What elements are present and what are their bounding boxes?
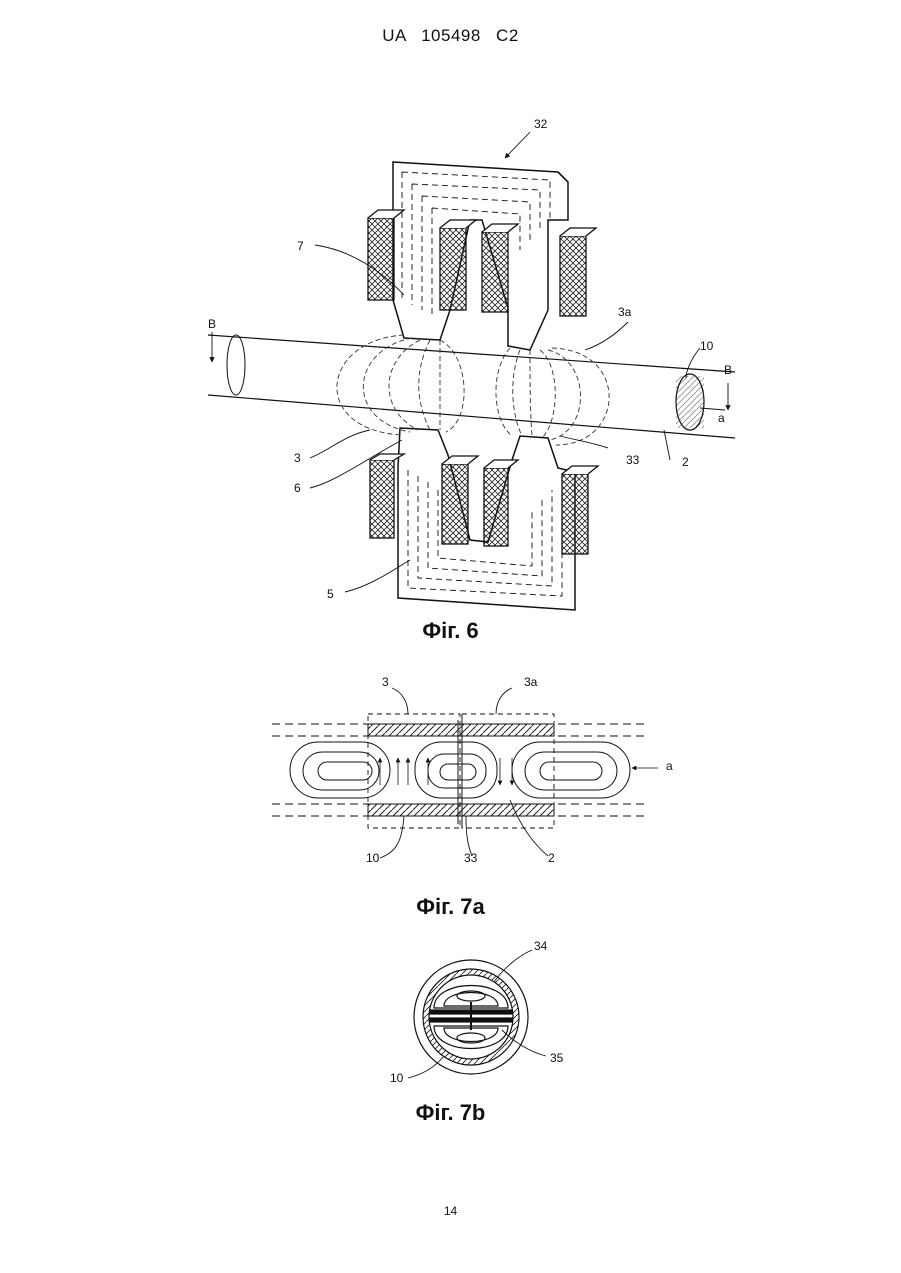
label-3: 3 bbox=[382, 675, 389, 689]
label-6: 6 bbox=[294, 481, 301, 495]
label-3a: 3a bbox=[524, 675, 538, 689]
figure-7a-drawing: 3 3a a 10 33 2 bbox=[0, 670, 901, 870]
upper-yoke bbox=[393, 162, 568, 350]
label-2: 2 bbox=[682, 455, 689, 469]
label-10: 10 bbox=[700, 339, 714, 353]
figure-7a-caption: Фіг. 7a bbox=[0, 894, 901, 920]
label-32: 32 bbox=[534, 117, 548, 131]
label-b-left: B bbox=[208, 317, 216, 331]
leader-lines-7a bbox=[380, 688, 548, 858]
label-7: 7 bbox=[297, 239, 304, 253]
page-number: 14 bbox=[0, 1204, 901, 1218]
figure-6-drawing: 32 7 3a B 10 B a 3 6 33 2 5 bbox=[0, 110, 901, 610]
label-a: a bbox=[666, 759, 673, 773]
flow-arrows bbox=[380, 758, 658, 785]
label-10: 10 bbox=[366, 851, 380, 865]
label-a: a bbox=[718, 411, 725, 425]
hatched-walls bbox=[368, 714, 554, 828]
label-33: 33 bbox=[626, 453, 640, 467]
figure-7a-labels: 3 3a a 10 33 2 bbox=[366, 675, 673, 865]
label-b-right: B bbox=[724, 363, 732, 377]
flux-lines bbox=[337, 335, 609, 445]
label-33: 33 bbox=[464, 851, 478, 865]
figure-7b-caption: Фіг. 7b bbox=[0, 1100, 901, 1126]
tube bbox=[208, 335, 735, 438]
label-5: 5 bbox=[327, 587, 334, 601]
label-10: 10 bbox=[390, 1071, 404, 1085]
figure-7b-drawing: 34 35 10 bbox=[0, 938, 901, 1088]
figure-6-caption: Фіг. 6 bbox=[0, 618, 901, 644]
label-3: 3 bbox=[294, 451, 301, 465]
label-3a: 3a bbox=[618, 305, 632, 319]
label-2: 2 bbox=[548, 851, 555, 865]
page-header: UA 105498 C2 bbox=[0, 26, 901, 46]
label-35: 35 bbox=[550, 1051, 564, 1065]
cross-section bbox=[414, 960, 528, 1074]
label-34: 34 bbox=[534, 939, 548, 953]
